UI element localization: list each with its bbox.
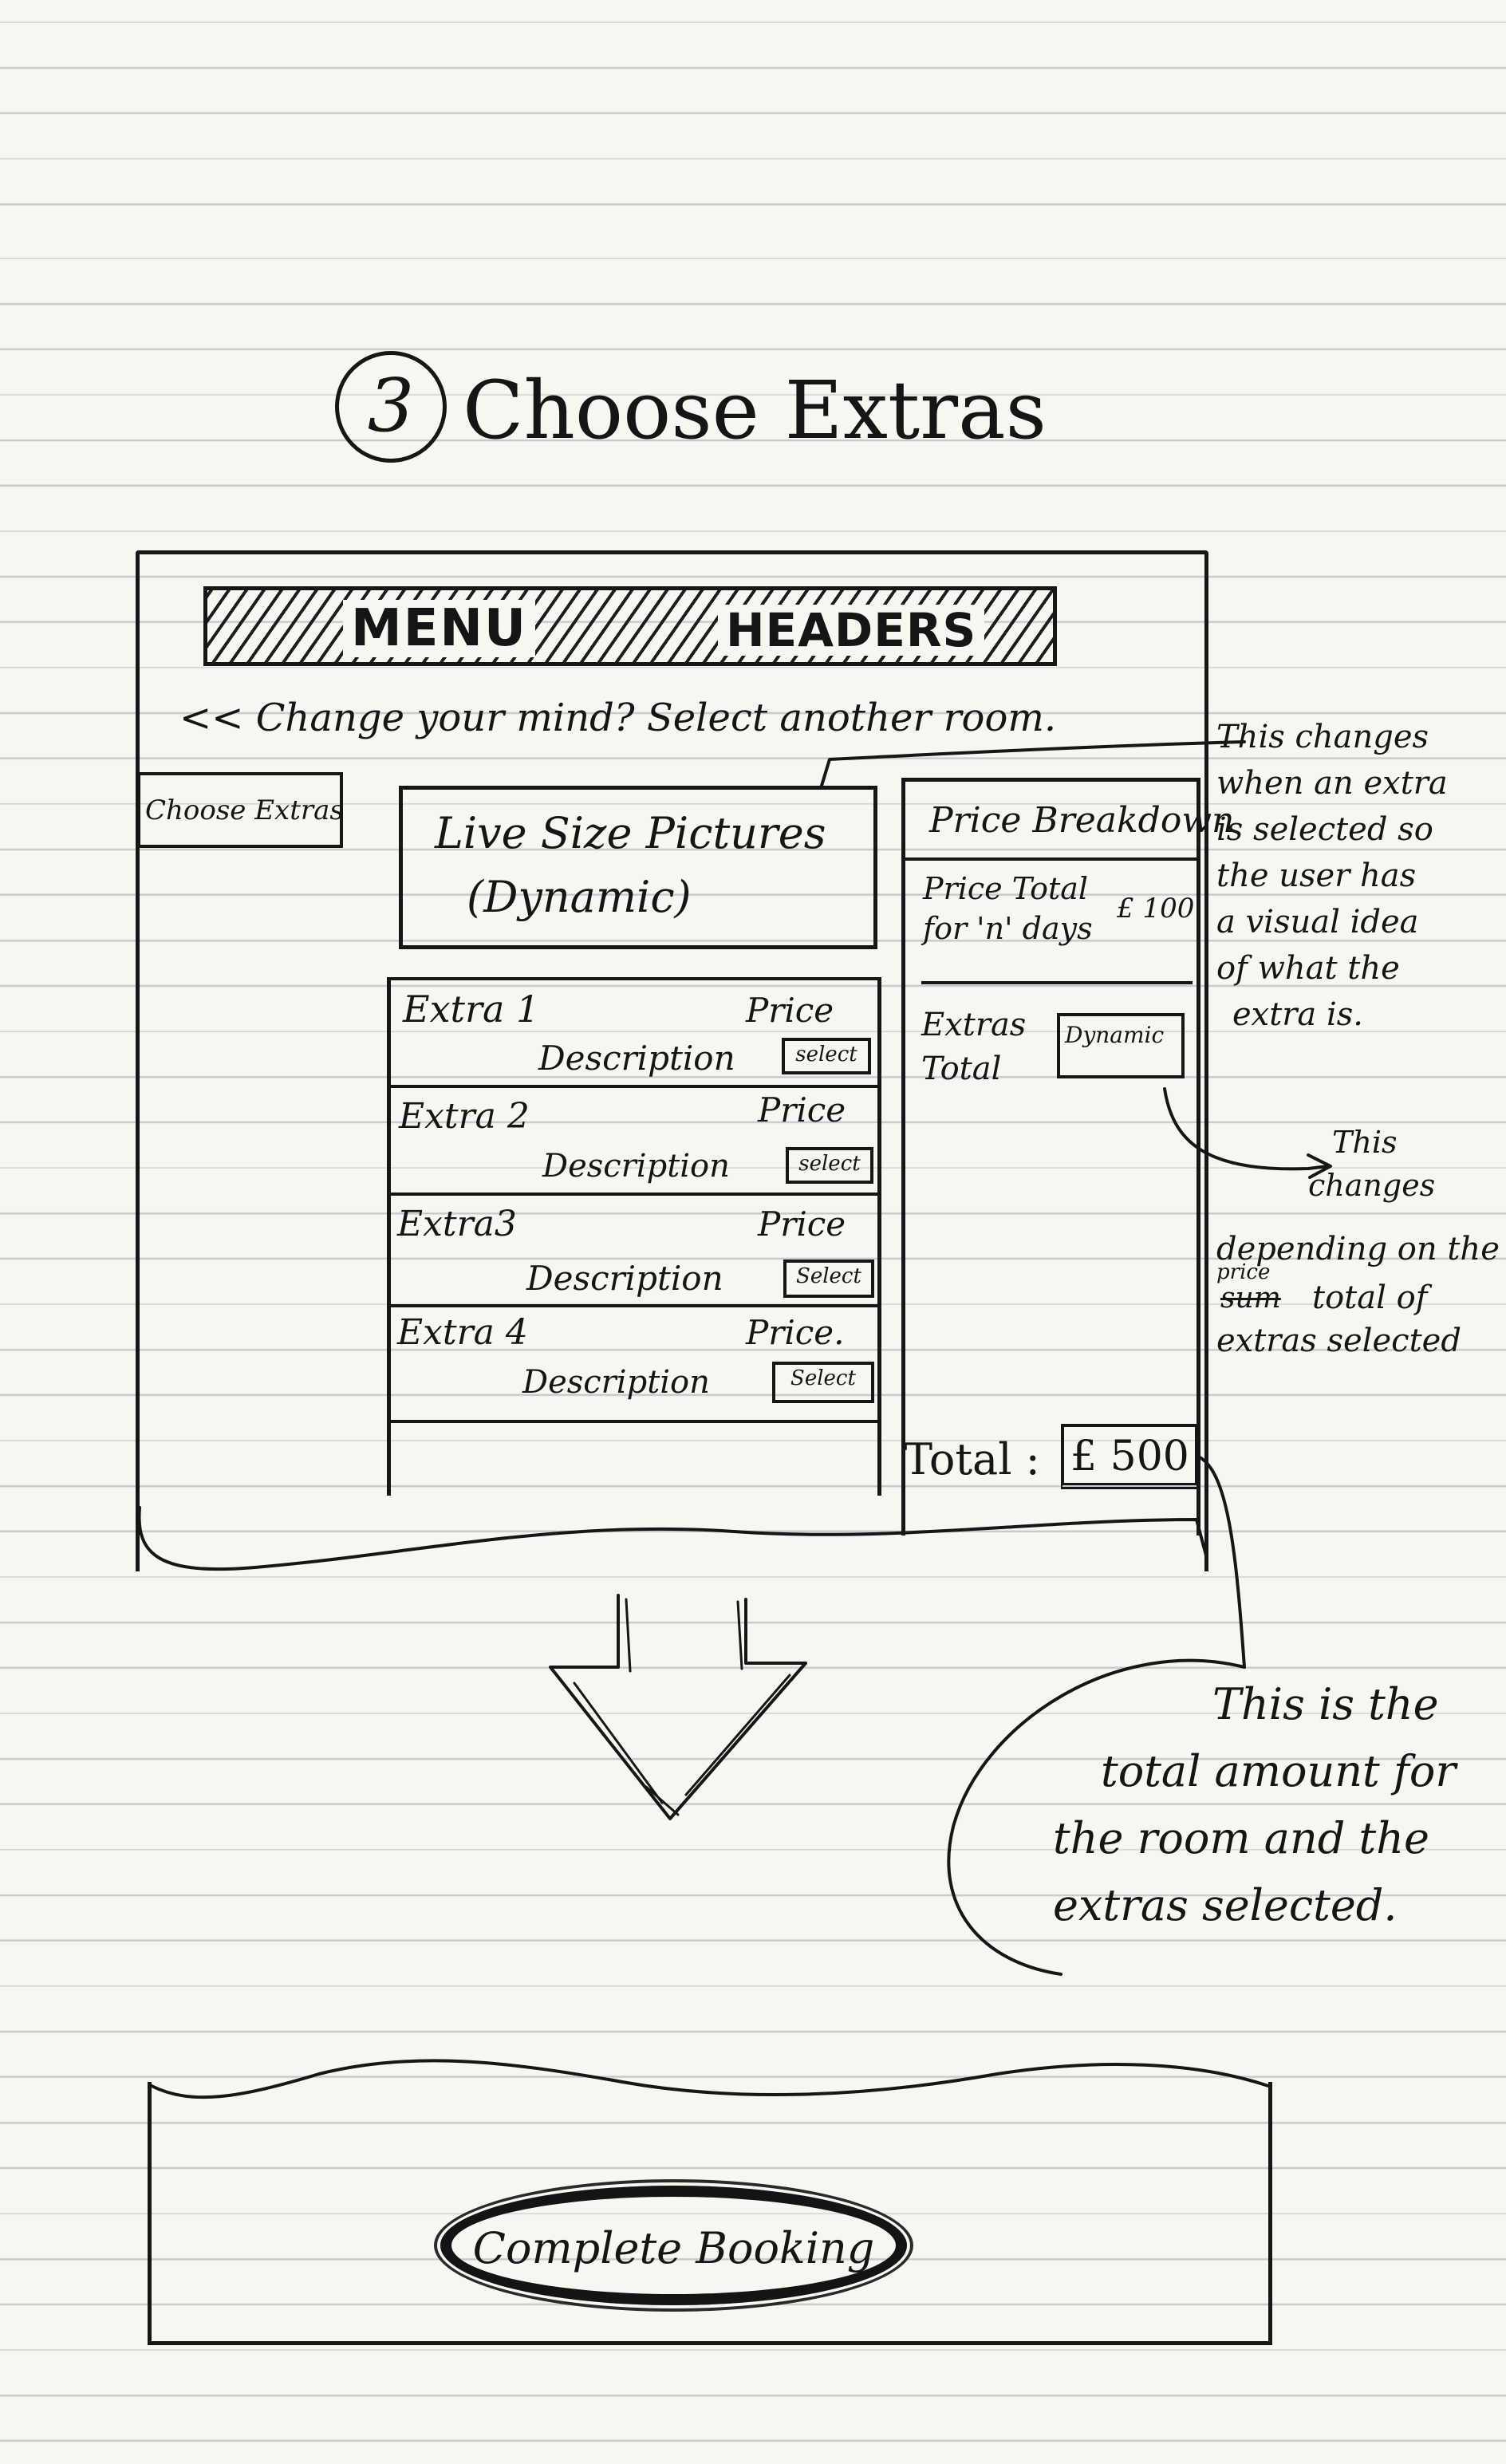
select-extra-button[interactable]: select	[782, 1038, 871, 1074]
extras-total-label-total: Total	[921, 1051, 1002, 1087]
annotation-struck-word: sum	[1220, 1280, 1281, 1317]
extra-description: Description	[542, 1148, 730, 1185]
sidebar-tab-label[interactable]: Choose Extras	[145, 794, 344, 826]
annotation-line: extras selected	[1216, 1323, 1461, 1359]
extra-row: Extra3 Price Description Select	[391, 1196, 877, 1307]
extra-description: Description	[526, 1259, 723, 1298]
step-number: 3	[367, 363, 415, 448]
extra-price: Price	[758, 1204, 846, 1244]
total-value-box: £ 500	[1061, 1424, 1198, 1489]
flow-down-arrow	[549, 1594, 807, 1820]
total-label: Total :	[904, 1434, 1040, 1484]
extras-total-value-box: Dynamic	[1057, 1013, 1185, 1078]
annotation-line: extra is.	[1232, 996, 1364, 1033]
annotation-line: the room and the	[1053, 1813, 1429, 1863]
annotation-price-word: price	[1216, 1260, 1270, 1284]
extra-description: Description	[538, 1039, 735, 1078]
menu-header-bar[interactable]: MENU HEADERS	[203, 586, 1057, 666]
extras-total-label: Extras	[921, 1007, 1027, 1043]
mockup-window	[136, 550, 1208, 1571]
price-total-label-days: for 'n' days	[923, 911, 1093, 946]
flow-down-arrow-sketch	[573, 1598, 791, 1816]
annotation-struck-sum: sum	[1220, 1282, 1281, 1315]
pictures-panel: Live Size Pictures (Dynamic)	[399, 786, 877, 949]
extra-row: Extra 1 Price Description select	[391, 980, 877, 1088]
annotation-line: the user has	[1216, 857, 1417, 894]
annotation-extras-note-tail: total of extras selected	[1216, 1276, 1461, 1362]
annotation-price-insert: price	[1216, 1260, 1271, 1284]
annotation-total-note: This is the total amount for the room an…	[1053, 1671, 1456, 1939]
annotation-line: is selected so	[1216, 811, 1433, 848]
change-room-link[interactable]: << Change your mind? Select another room…	[179, 696, 1057, 740]
annotation-line: total amount for	[1101, 1746, 1457, 1796]
extra-price: Price	[758, 1090, 846, 1129]
extra-name: Extra 2	[399, 1096, 530, 1137]
annotation-line: This changes	[1216, 719, 1429, 755]
page-title: Choose Extras	[463, 364, 1047, 457]
extra-description: Description	[522, 1364, 710, 1401]
annotation-line: This is the	[1212, 1679, 1439, 1729]
annotation-line: of what the	[1216, 950, 1400, 987]
annotation-line: total of	[1312, 1279, 1428, 1316]
annotation-line: a visual idea	[1216, 904, 1419, 940]
select-extra-button[interactable]: Select	[772, 1362, 874, 1403]
booking-frame	[148, 2082, 1272, 2345]
extra-row: Extra 4 Price. Description Select	[391, 1307, 877, 1423]
select-extra-button[interactable]: Select	[783, 1260, 874, 1298]
annotation-line: extras selected.	[1053, 1880, 1398, 1930]
price-breakdown-title: Price Breakdown	[929, 800, 1235, 841]
price-breakdown-divider	[921, 981, 1193, 984]
sidebar-tab-choose-extras[interactable]: Choose Extras	[137, 772, 344, 848]
extra-name: Extra 1	[403, 988, 540, 1031]
total-value: £ 500	[1070, 1433, 1189, 1480]
extra-price: Price.	[746, 1313, 845, 1352]
price-total-label: Price Total	[923, 871, 1089, 906]
price-breakdown-panel: Price Breakdown Price Total for 'n' days…	[901, 778, 1234, 1536]
menu-label[interactable]: MENU	[343, 600, 535, 657]
extra-price: Price	[746, 991, 834, 1030]
price-total-value: £ 100	[1117, 893, 1195, 924]
complete-booking-button[interactable]: Complete Booking	[440, 2186, 907, 2305]
annotation-line: changes	[1308, 1168, 1436, 1203]
extras-list: Extra 1 Price Description select Extra 2…	[387, 977, 881, 1496]
annotation-line: This	[1332, 1125, 1398, 1160]
extra-name: Extra 4	[397, 1312, 528, 1353]
annotation-pictures-note: This changes when an extra is selected s…	[1216, 714, 1448, 1038]
select-extra-button[interactable]: select	[786, 1147, 873, 1184]
extras-total-value: Dynamic	[1065, 1022, 1165, 1048]
complete-booking-label[interactable]: Complete Booking	[472, 2223, 875, 2273]
extra-name: Extra3	[397, 1204, 517, 1244]
price-breakdown-divider	[905, 857, 1197, 861]
pictures-panel-subtitle: (Dynamic)	[467, 872, 692, 922]
annotation-line: depending on the	[1216, 1231, 1500, 1267]
annotation-extras-note-body: depending on the	[1216, 1228, 1500, 1270]
annotation-line: when an extra	[1216, 765, 1448, 802]
pictures-panel-title: Live Size Pictures	[435, 808, 826, 858]
headers-label[interactable]: HEADERS	[718, 605, 985, 656]
step-number-circle: 3	[335, 351, 447, 463]
annotation-extras-note-head: This changes	[1308, 1121, 1435, 1207]
extra-row: Extra 2 Price Description select	[391, 1088, 877, 1196]
